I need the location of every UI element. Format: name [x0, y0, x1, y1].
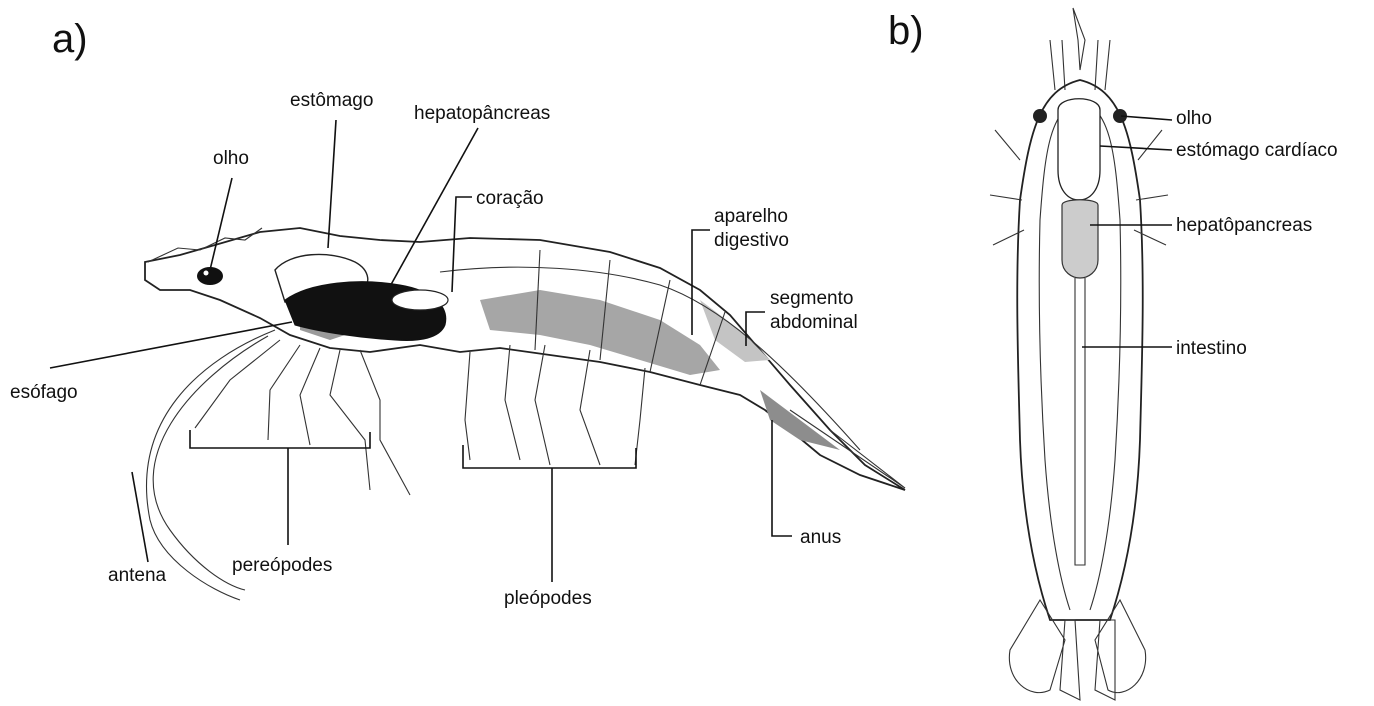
label-olho: olho [213, 148, 249, 169]
shrimp-side-illustration [145, 228, 905, 600]
label-esofago: esófago [10, 382, 78, 403]
leader-b-olho [1121, 116, 1172, 120]
pleopod-4 [580, 350, 600, 465]
pleopod-1 [465, 352, 470, 460]
pereopod-5 [360, 350, 410, 495]
label-b-hepatopancreas: hepatôpancreas [1176, 215, 1312, 236]
leader-hepatopancreas [388, 128, 478, 290]
bracket-pereopodes [190, 430, 370, 448]
pleopod-2 [505, 345, 520, 460]
dorsal-hepatopancreas [1062, 200, 1098, 278]
rostrum [148, 228, 262, 262]
leader-anus [772, 420, 792, 536]
label-b-intestino: intestino [1176, 338, 1247, 359]
dorsal-eye-left [1033, 109, 1047, 123]
antenna-2 [153, 336, 268, 590]
panel-b: b) olh [888, 8, 1338, 700]
label-segmento-line2: abdominal [770, 312, 858, 333]
label-anus: anus [800, 527, 841, 548]
label-segmento-line1: segmento [770, 288, 853, 309]
heart-shape [392, 290, 448, 310]
label-coracao: coração [476, 188, 544, 209]
leader-b-estomago [1100, 146, 1172, 150]
pereopod-3 [300, 348, 320, 445]
leader-antena [132, 472, 148, 562]
leader-estomago [328, 120, 336, 248]
pereopod-1 [195, 340, 280, 428]
label-pleopodes: pleópodes [504, 588, 592, 609]
panel-a-title: a) [52, 17, 88, 61]
telson [790, 410, 905, 488]
label-aparelho-line2: digestivo [714, 230, 789, 251]
dorsal-tail-fan [1009, 600, 1145, 700]
dorsal-rostrum [1073, 8, 1085, 70]
panel-b-title: b) [888, 9, 924, 53]
pereopod-2 [268, 345, 300, 440]
dorsal-cardiac-stomach [1058, 99, 1100, 200]
label-estomago: estômago [290, 90, 373, 111]
panel-a: a) [10, 17, 905, 609]
label-antena: antena [108, 565, 167, 586]
label-b-olho: olho [1176, 108, 1212, 129]
label-aparelho-line1: aparelho [714, 206, 788, 227]
pleopod-3 [535, 345, 550, 465]
leader-olho [210, 178, 232, 270]
label-pereopodes: pereópodes [232, 555, 332, 576]
leader-esofago [50, 322, 292, 368]
pereopod-4 [330, 350, 370, 490]
shrimp-dorsal-illustration [990, 8, 1168, 700]
leader-coracao [452, 197, 472, 292]
label-hepatopancreas: hepatopâncreas [414, 103, 550, 124]
dorsal-intestine [1075, 278, 1085, 565]
eye-highlight [204, 271, 209, 276]
label-b-estomago-cardiaco: estómago cardíaco [1176, 140, 1338, 161]
